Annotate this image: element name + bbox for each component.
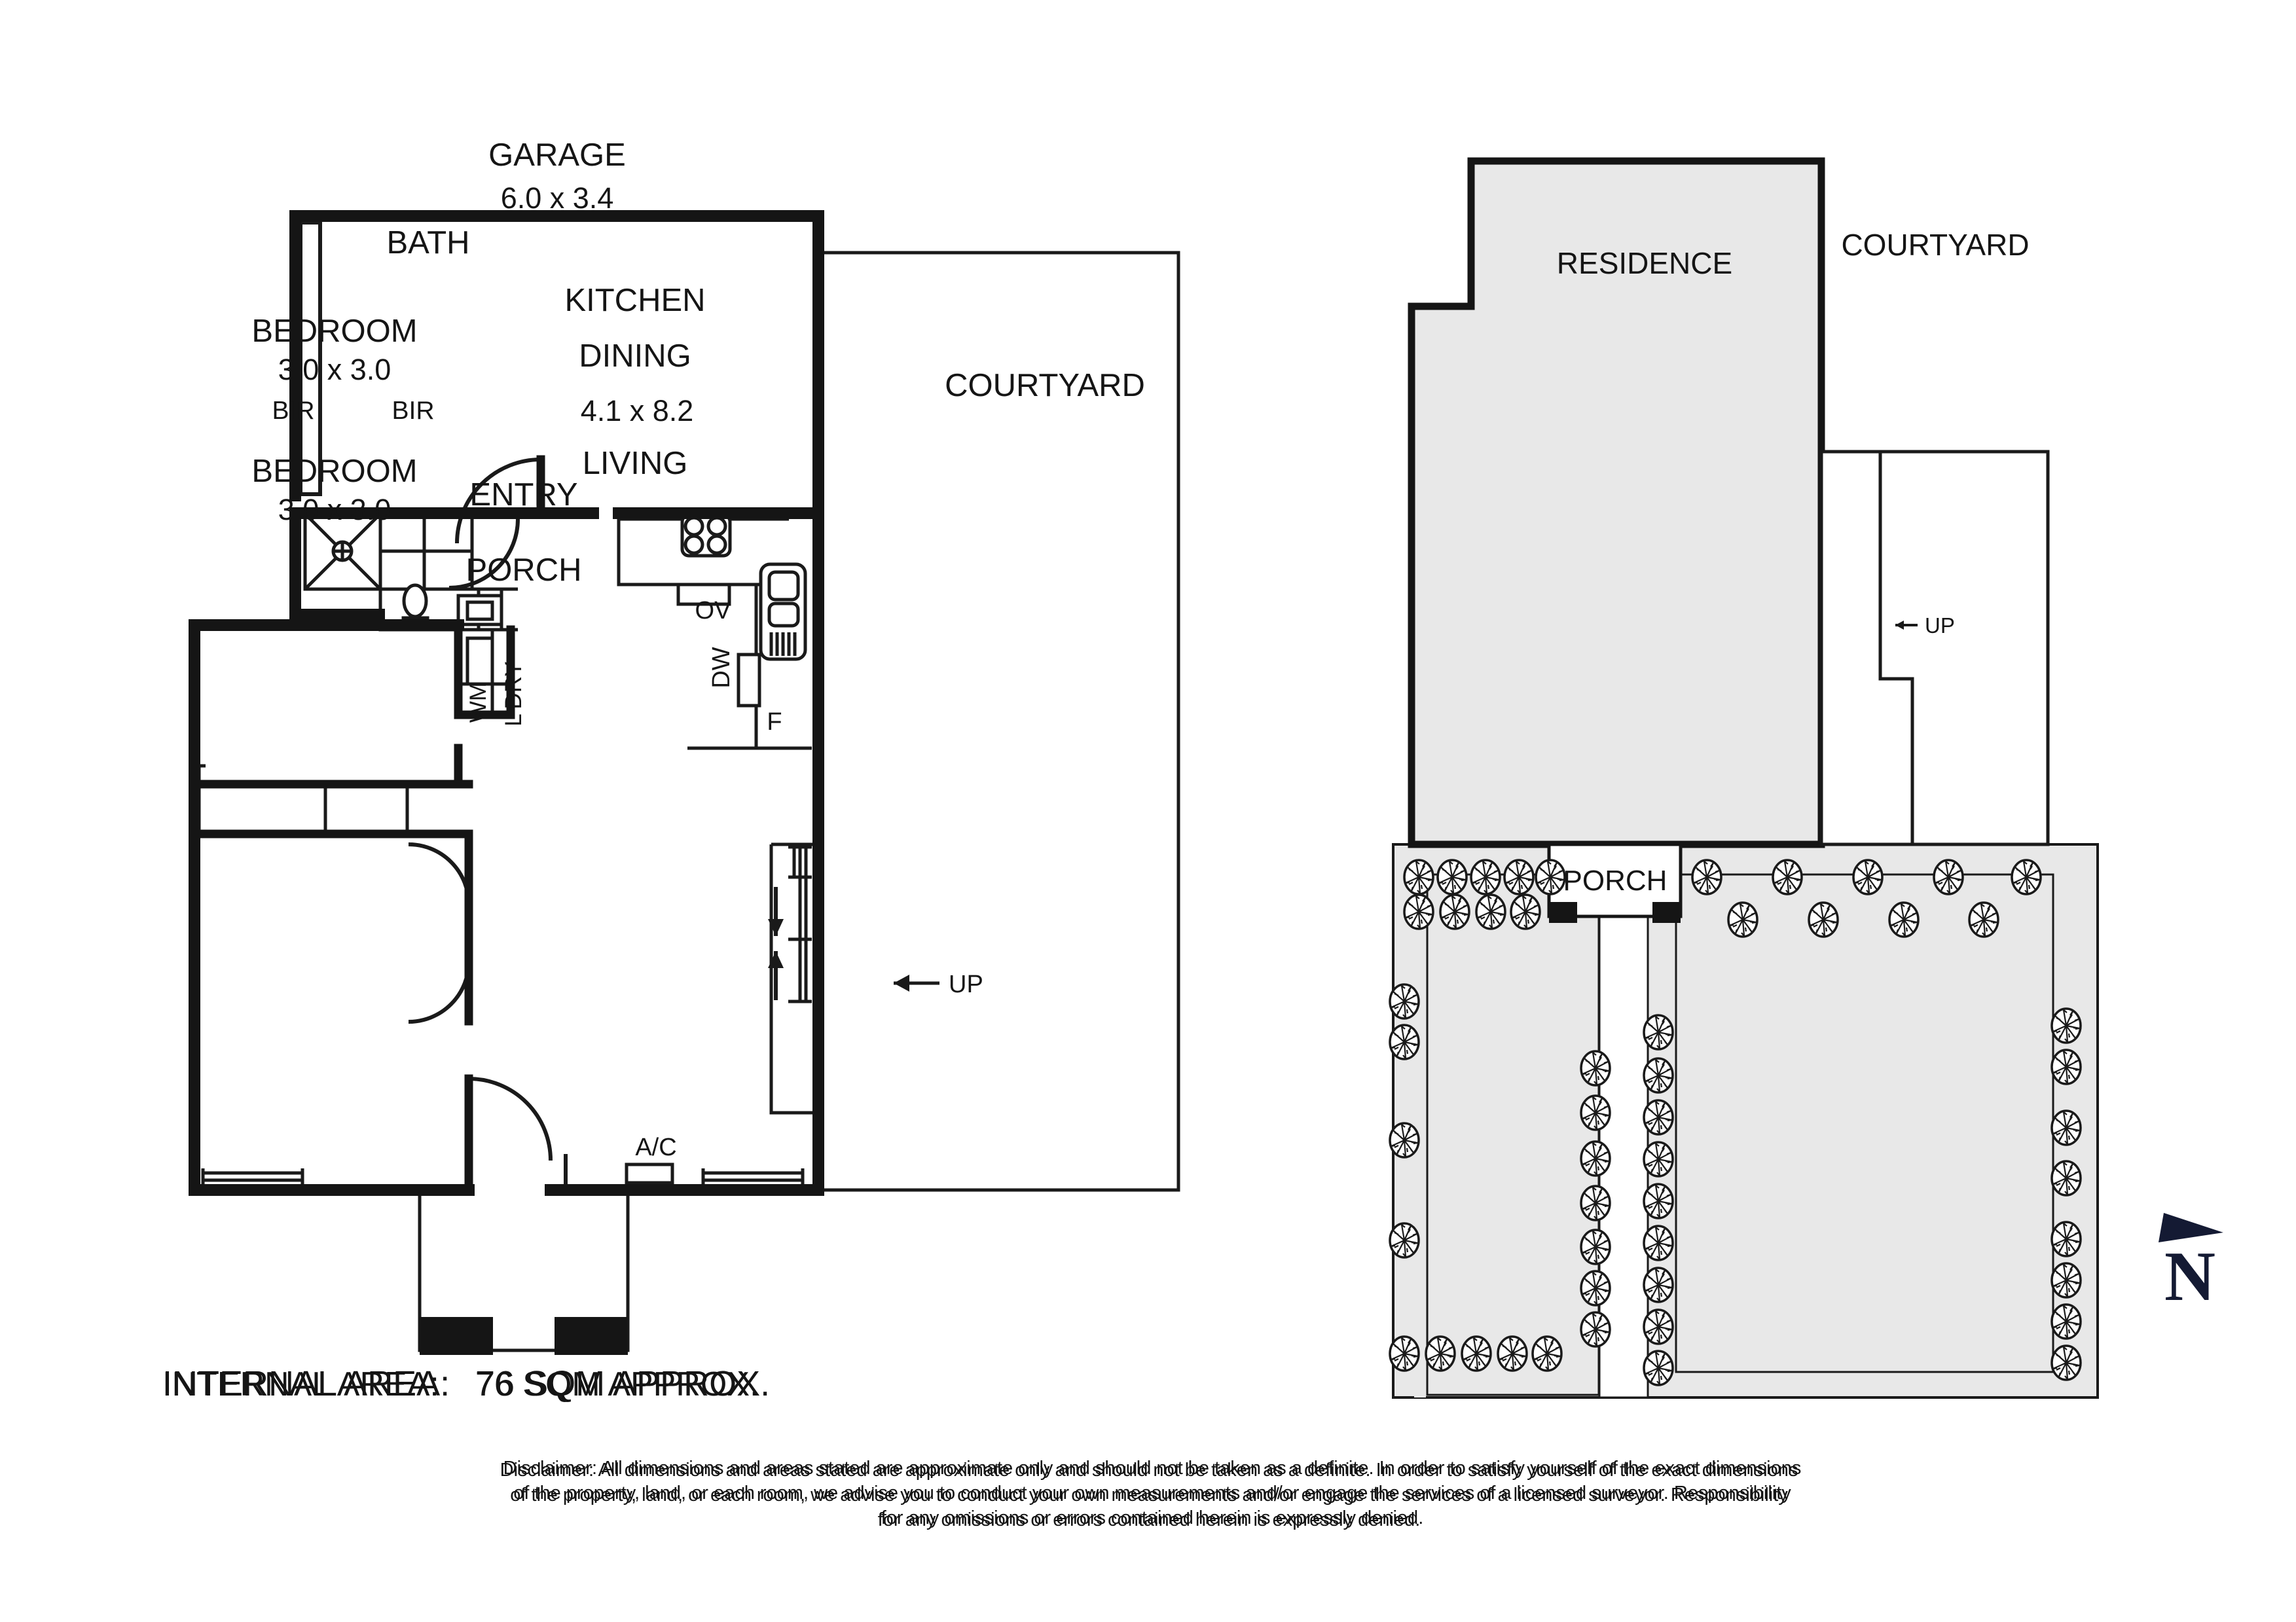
- north-arrow-letter: N: [2164, 1238, 2215, 1316]
- site-text-layer: RESIDENCE COURTYARD PORCH UP: [1557, 228, 2030, 897]
- fridge-label: F: [336, 308, 349, 332]
- site-label-porch: PORCH: [1563, 865, 1667, 897]
- disclaimer-line-3: for any omissions or errors contained he…: [878, 1509, 1421, 1530]
- room-dim-bedroom-1: 3.0 x 3.0: [98, 334, 198, 363]
- room-label-bath: BATH: [155, 226, 225, 257]
- room-label-dining: DINING: [235, 339, 329, 369]
- footer-text: INTERNAL AREA: 76 SQM APPROX. Disclaimer…: [162, 1365, 1798, 1530]
- bir-label-right: BIR: [166, 398, 204, 423]
- site-landscape-base: [1392, 843, 2099, 1399]
- site-label-residence: RESIDENCE: [1557, 246, 1732, 280]
- site-porch-pier-left: [1549, 902, 1577, 923]
- disclaimer-line-2: of the property, land, or each room, we …: [510, 1485, 1788, 1505]
- site-label-courtyard: COURTYARD: [1841, 228, 2029, 262]
- site-stair-up-label: UP: [1925, 613, 1955, 638]
- room-dim-dining: 4.1 x 8.2: [233, 395, 333, 424]
- dishwasher-label: DW: [302, 279, 327, 316]
- site-porch-pier-right: [1652, 902, 1681, 923]
- site-courtyard-outline: [1819, 450, 2050, 846]
- internal-area-value: 76 SQM APPROX.: [475, 1365, 759, 1403]
- room-label-living: LIVING: [238, 446, 326, 476]
- internal-area-label: INTERNAL AREA:: [162, 1365, 439, 1403]
- disclaimer-line-1: Disclaimer: All dimensions and areas sta…: [500, 1460, 1798, 1481]
- bir-label-left: BIR: [112, 398, 149, 423]
- oven-label: OV: [302, 255, 333, 279]
- laundry-label: L'DRY: [215, 281, 237, 336]
- north-arrow: N: [2159, 1213, 2223, 1316]
- room-dim-garage-main: 6.0 x 3.4: [196, 150, 297, 179]
- site-plan-drawing: RESIDENCE COURTYARD PORCH UP N: [1389, 157, 2223, 1399]
- north-arrow-head: [2159, 1213, 2223, 1242]
- room-dim-bedroom-2: 3.0 x 3.0: [98, 471, 198, 499]
- room-label-courtyard: COURTYARD: [381, 370, 549, 400]
- stair-up-label-plan: UP: [428, 425, 458, 450]
- room-label-porch: PORCH: [185, 550, 282, 580]
- site-stair-up-arrow: [1895, 621, 1918, 630]
- aircon-label: A/C: [274, 506, 310, 530]
- site-residence-footprint: [1408, 157, 1825, 848]
